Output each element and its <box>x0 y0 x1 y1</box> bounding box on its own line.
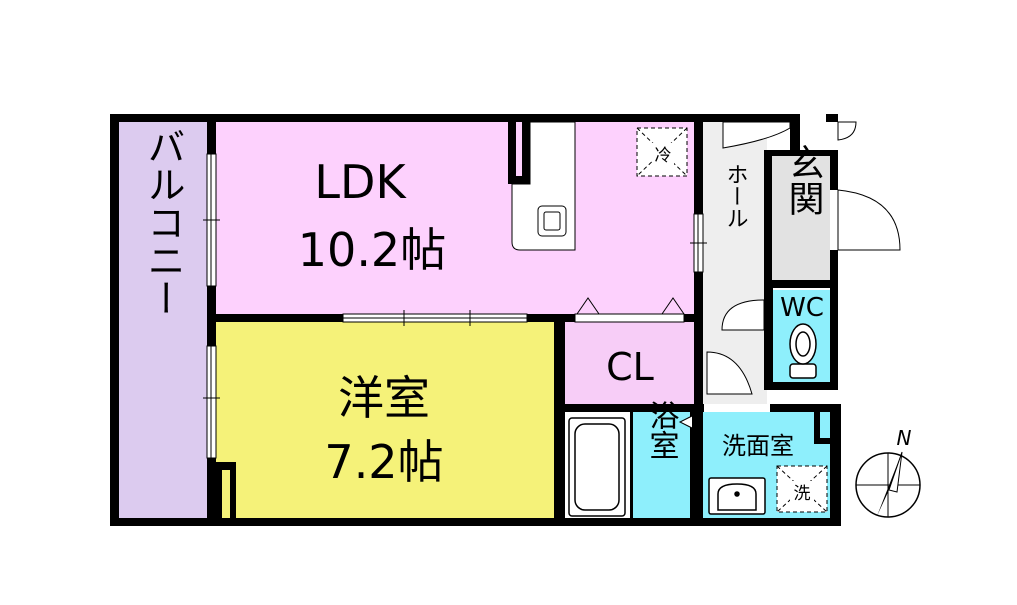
hall-label: ホール <box>723 163 748 229</box>
balcony-area <box>119 122 207 520</box>
bath-door <box>678 415 693 429</box>
svg-text:バルコニー: バルコニー <box>141 127 185 317</box>
balcony-label: バルコニー <box>141 127 185 317</box>
ldk-door <box>690 213 707 273</box>
entrance-area <box>770 150 830 280</box>
bath-label: 浴室 <box>644 400 679 460</box>
sliding-door <box>342 310 528 326</box>
closet-doors <box>574 297 685 323</box>
washroom-label: 洗面室 <box>722 432 794 460</box>
bathtub <box>568 417 626 517</box>
entrance-label: 玄関 <box>783 144 824 216</box>
kitchen-counter <box>511 121 576 251</box>
western-room-size: 7.2帖 <box>324 435 443 489</box>
western-room-label: 洋室 <box>338 371 430 425</box>
washbasin <box>708 477 766 515</box>
western-room-area <box>216 322 554 520</box>
washer-label: 洗 <box>794 484 811 504</box>
ldk-area <box>216 122 696 316</box>
closet-label: CL <box>606 345 654 389</box>
compass-icon: N <box>855 426 921 518</box>
ldk-label: LDK <box>314 155 407 209</box>
ldk-size: 10.2帖 <box>298 223 446 277</box>
north-label: N <box>897 426 912 450</box>
fridge-label: 冷 <box>655 146 672 166</box>
toilet-fixture <box>789 323 817 379</box>
closet-area <box>565 322 696 404</box>
door-swings <box>706 121 901 395</box>
toilet-label: WC <box>780 293 824 323</box>
windows <box>203 153 220 459</box>
bath-area <box>633 412 690 520</box>
